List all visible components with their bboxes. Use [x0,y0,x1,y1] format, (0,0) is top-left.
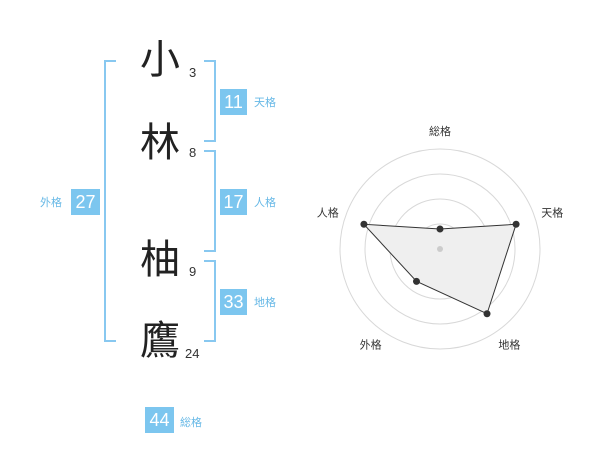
radar-polygon [362,223,517,315]
stroke-count-4: 24 [185,346,200,361]
gaikaku-bracket [104,60,116,342]
soukaku-value: 44 [145,407,174,433]
tenkaku-bracket [204,60,216,142]
radar-point-3 [412,277,420,285]
radar-axis-label-1: 天格 [541,206,563,220]
stroke-count-1: 3 [189,65,197,80]
surname-char-2: 林 [140,120,180,166]
tenkaku-label: 天格 [254,96,276,109]
radar-axis-label-4: 人格 [317,206,339,220]
gaikaku-label: 外格 [40,196,62,209]
radar-points [360,220,520,318]
jinkaku-value: 17 [220,189,247,215]
gaikaku-value: 27 [71,189,100,215]
radar-center-dot [437,246,443,252]
radar-ring-3 [364,173,516,325]
stroke-count-3: 9 [189,264,197,279]
radar-point-1 [512,220,520,228]
radar-point-4 [360,220,368,228]
surname-char-1: 小 [140,37,180,83]
chikaku-bracket [204,260,216,342]
soukaku-label: 総格 [180,416,202,429]
jinkaku-bracket [204,150,216,252]
chikaku-value: 33 [220,289,247,315]
radar-point-2 [483,310,491,318]
jinkaku-label: 人格 [254,196,276,209]
radar-axis-label-2: 地格 [498,337,520,351]
radar-ring-4 [339,148,541,350]
tenkaku-value: 11 [220,89,247,115]
stroke-count-2: 8 [189,145,197,160]
chikaku-label: 地格 [254,296,276,309]
radar-axis-label-3: 外格 [360,337,382,351]
given-char-1: 柚 [140,237,180,283]
given-char-2: 鷹 [140,318,180,364]
radar-axis-label-0: 総格 [429,124,451,138]
radar-point-0 [436,225,444,233]
